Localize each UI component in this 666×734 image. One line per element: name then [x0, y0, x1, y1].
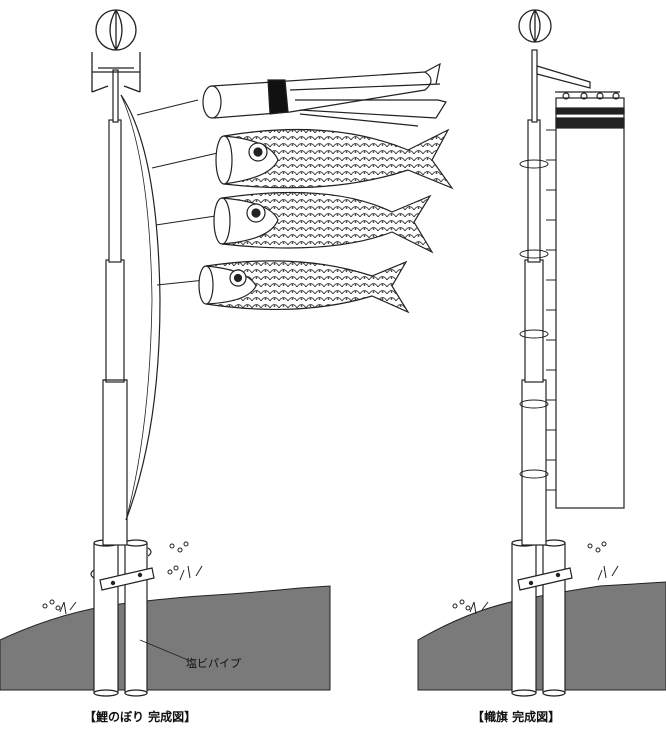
- nobori-caption: 【幟旗 完成図】: [472, 710, 561, 724]
- pvc-pipe-label: 塩ビパイプ: [186, 657, 241, 670]
- grass-plants-right: [452, 541, 619, 615]
- pvc-pipe-callout-line: [139, 639, 189, 661]
- nobori-banner: [555, 92, 625, 509]
- attach-lines: [136, 99, 223, 286]
- nobori-figure: [417, 9, 666, 697]
- banner-arm: [536, 65, 620, 93]
- grass-plants-left: [42, 541, 203, 615]
- bracket-left: [90, 547, 155, 591]
- ball-ornament-left: [95, 9, 137, 51]
- koinobori-caption: 【鯉のぼり 完成図】: [84, 710, 197, 724]
- carp-3: [198, 260, 410, 314]
- ground-left: [0, 585, 331, 691]
- carp-2: [213, 191, 434, 254]
- ball-ornament-right: [518, 9, 552, 43]
- bracket-right: [517, 567, 573, 591]
- halyard-rope: [120, 94, 161, 521]
- pole-left: [102, 69, 128, 546]
- carp-1: [215, 128, 454, 190]
- koinobori-figure: [0, 9, 454, 697]
- streamer-windsock: [202, 62, 447, 127]
- ground-right: [417, 581, 666, 691]
- pinwheel-frame-left: [91, 52, 141, 93]
- banner-rings: [519, 129, 556, 491]
